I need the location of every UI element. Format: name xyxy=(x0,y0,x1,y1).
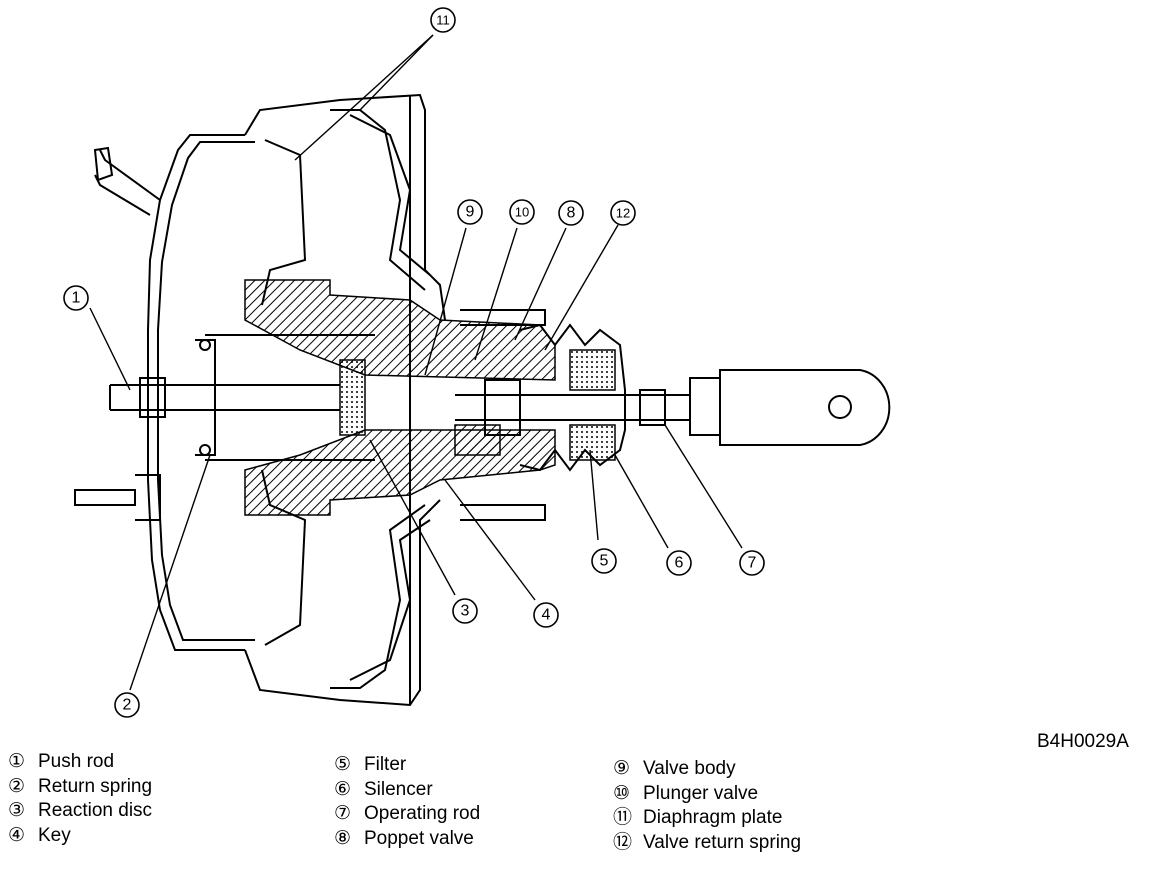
clevis xyxy=(719,369,891,446)
svg-text:4: 4 xyxy=(542,607,551,624)
filter xyxy=(569,349,616,391)
callout-3: 3 xyxy=(452,598,478,624)
push-rod xyxy=(109,384,340,411)
svg-text:9: 9 xyxy=(466,204,475,221)
silencer xyxy=(569,424,616,461)
valve-body-lower xyxy=(244,429,556,516)
callout-8: 8 xyxy=(558,200,584,226)
diaphragm-plate xyxy=(330,109,426,291)
callout-10: 10 xyxy=(509,199,535,225)
svg-text:7: 7 xyxy=(748,555,757,572)
callout-12: 12 xyxy=(610,200,636,226)
plunger-valve xyxy=(454,424,501,456)
operating-rod xyxy=(555,394,690,421)
svg-text:8: 8 xyxy=(567,205,576,222)
rear-shell xyxy=(244,93,446,321)
svg-text:2: 2 xyxy=(123,697,132,714)
svg-text:3: 3 xyxy=(461,603,470,620)
boot xyxy=(519,323,626,472)
svg-text:6: 6 xyxy=(675,555,684,572)
svg-text:12: 12 xyxy=(616,206,630,221)
callout-9: 9 xyxy=(457,199,483,225)
callout-1: 1 xyxy=(63,285,89,311)
callout-6: 6 xyxy=(666,550,692,576)
svg-text:5: 5 xyxy=(600,553,609,570)
callout-7: 7 xyxy=(739,550,765,576)
vacuum-inlet xyxy=(94,149,161,216)
svg-text:10: 10 xyxy=(515,205,529,220)
front-stud xyxy=(74,489,136,506)
rear-stud-lower xyxy=(460,504,546,521)
callout-2: 2 xyxy=(114,692,140,718)
figure-id: B4H0029A xyxy=(1037,731,1129,752)
callout-4: 4 xyxy=(533,602,559,628)
callout-5: 5 xyxy=(591,548,617,574)
svg-text:1: 1 xyxy=(72,290,81,307)
callout-11: 11 xyxy=(430,7,456,33)
svg-text:11: 11 xyxy=(436,13,450,28)
valve-body-upper xyxy=(244,279,556,381)
front-shell xyxy=(147,134,245,651)
reaction-disc xyxy=(339,359,366,436)
brake-booster-cross-section: 1 2 3 4 5 6 7 8 9 10 11 12 xyxy=(63,7,891,718)
